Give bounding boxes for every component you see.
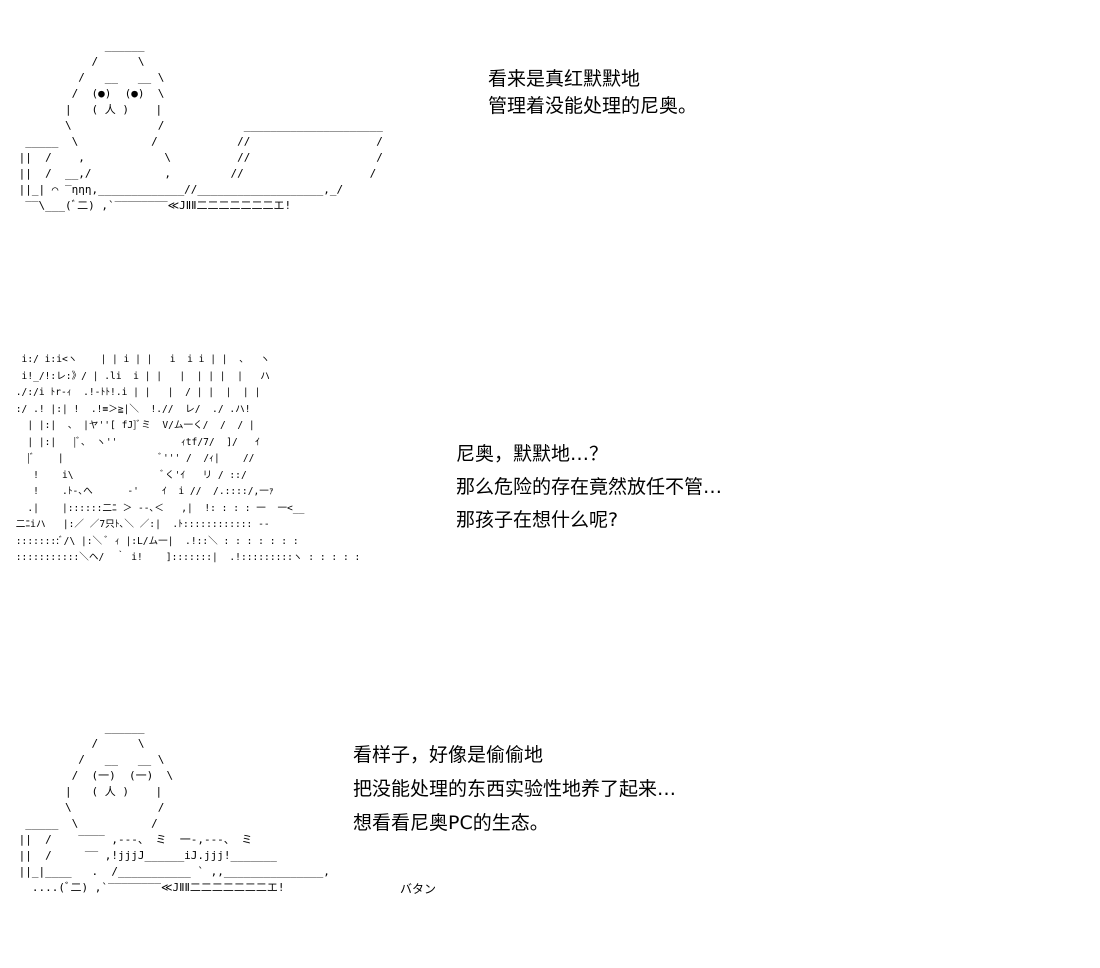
dialogue-box: 看样子，好像是偷偷地 把没能处理的东西实验性地养了起来… 想看看尼奥PC的生态。 [353,738,676,840]
dialogue-line: 那孩子在想什么呢? [456,509,619,531]
ascii-art-closed-laptop-scene: ______ / \ / __ __ \ / (一) (一) \ | ( 人 )… [18,721,330,894]
dialogue-box: 看来是真红默默地 管理着没能处理的尼奥。 [488,66,697,120]
dialogue-line: 想看看尼奥PC的生态。 [353,812,549,834]
dialogue-line: 那么危险的存在竟然放任不管… [456,476,723,498]
dialogue-line: 管理着没能处理的尼奥。 [488,95,698,117]
sound-effect-text: バタン [400,882,437,896]
dialogue-line: 把没能处理的东西实验性地养了起来… [353,778,677,800]
ascii-art-laptop-scene: ______ / \ / __ __ \ / (●) (●) \ | ( 人 )… [18,39,383,212]
ascii-art-character-closeup: i:/ i:i<ヽ | | i | | i i i | | 、 ヽ i!_/!:… [15,354,361,563]
panel-1: ______ / \ / __ __ \ / (●) (●) \ | ( 人 )… [0,0,1100,300]
dialogue-line: 尼奥，默默地…？ [456,443,609,465]
panel-2: i:/ i:i<ヽ | | i | | i i i | | 、 ヽ i!_/!:… [0,300,1100,660]
dialogue-box: 尼奥，默默地…？ 那么危险的存在竟然放任不管… 那孩子在想什么呢? [456,438,722,537]
dialogue-line: 看样子，好像是偷偷地 [353,744,544,766]
panel-3: ______ / \ / __ __ \ / (一) (一) \ | ( 人 )… [0,660,1100,968]
dialogue-line: 看来是真红默默地 [488,68,641,90]
